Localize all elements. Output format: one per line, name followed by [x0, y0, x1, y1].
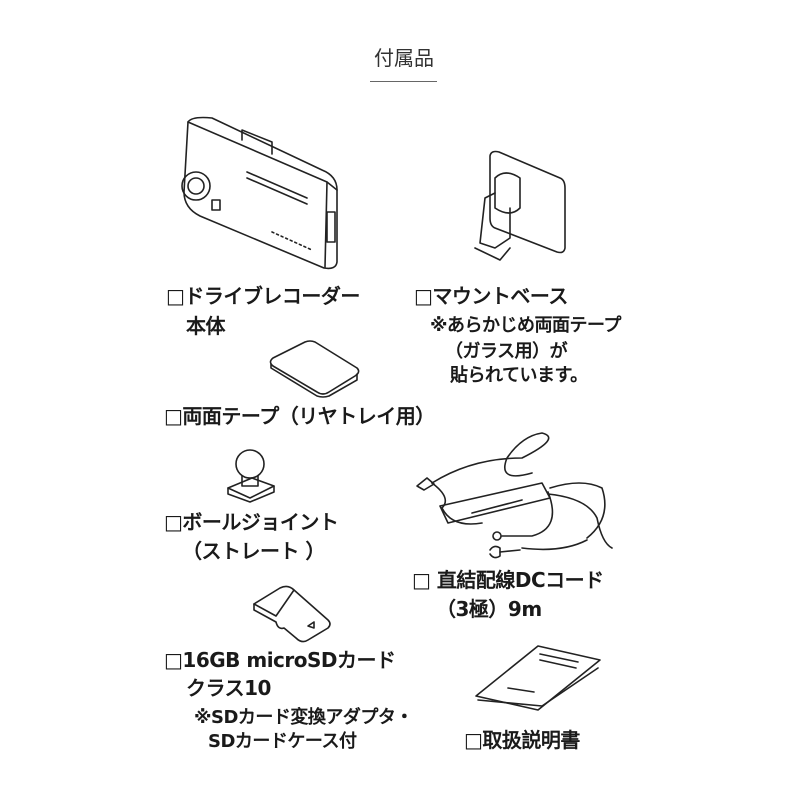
ball-joint-illustration — [227, 449, 275, 503]
item-microsd-label: □16GB microSDカード — [164, 648, 396, 672]
item-dccord-label: □ 直結配線DCコード — [412, 568, 604, 592]
item-mount-note-3: 貼られています。 — [450, 365, 588, 386]
title-underline — [370, 81, 437, 82]
item-manual-label: □取扱説明書 — [464, 728, 580, 752]
item-balljoint-sub: （ストレート ） — [182, 539, 325, 563]
item-microsd-sub: クラス10 — [186, 676, 271, 700]
mount-base-illustration — [474, 150, 566, 261]
item-dashcam-sub: 本体 — [186, 314, 226, 338]
item-mount-label: □マウントベース — [414, 284, 568, 308]
item-mount-note-1: ※あらかじめ両面テープ — [430, 315, 621, 336]
item-dashcam-label: □ドライブレコーダー — [166, 284, 360, 308]
item-microsd-note-1: ※SDカード変換アダプタ・ — [194, 707, 413, 728]
page-title: 付属品 — [374, 46, 434, 70]
item-tape-label: □両面テープ（リヤトレイ用） — [164, 404, 435, 428]
item-balljoint-label: □ボールジョイント — [164, 510, 339, 534]
item-dccord-sub: （3極）9m — [436, 597, 542, 621]
manual-illustration — [475, 645, 601, 711]
dc-cord-illustration — [416, 432, 613, 559]
dashcam-illustration — [181, 116, 338, 270]
item-mount-note-2: （ガラス用）が — [445, 341, 568, 362]
double-sided-tape-illustration — [269, 340, 360, 398]
microsd-card-illustration — [253, 585, 331, 643]
item-microsd-note-2: SDカードケース付 — [208, 731, 357, 752]
